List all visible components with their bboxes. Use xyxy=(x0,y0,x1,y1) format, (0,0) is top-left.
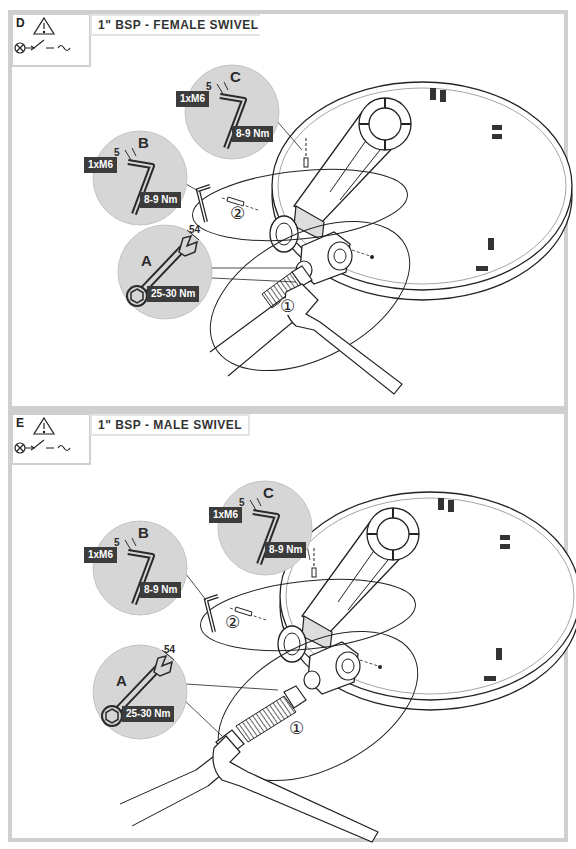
detail-circle-outline xyxy=(92,644,188,740)
fastener-spec: 1xM6 xyxy=(176,91,209,107)
detail-letter: B xyxy=(138,524,149,541)
torque-value: 8-9 Nm xyxy=(140,192,181,208)
detail-letter: A xyxy=(141,252,152,269)
panel-title: 1" BSP - FEMALE SWIVEL xyxy=(92,16,264,34)
detail-letter: B xyxy=(138,134,149,151)
detail-circle: C51xM68-9 Nm xyxy=(217,480,313,576)
torque-value: 8-9 Nm xyxy=(232,126,273,142)
detail-letter: A xyxy=(116,672,127,689)
panel-letter: E xyxy=(16,416,24,430)
torque-value: 25-30 Nm xyxy=(147,286,199,302)
detail-letter: C xyxy=(263,484,274,501)
callout-number: ① xyxy=(279,298,296,315)
panel-title: 1" BSP - MALE SWIVEL xyxy=(92,416,248,434)
dimension: 54 xyxy=(164,644,175,655)
fastener-spec: 1xM6 xyxy=(209,507,242,523)
detail-circle-outline xyxy=(117,224,213,320)
fastener-spec: 1xM6 xyxy=(84,547,117,563)
torque-value: 25-30 Nm xyxy=(122,706,174,722)
detail-circle: A 54 25-30 Nm xyxy=(92,644,188,740)
fastener-spec: 1xM6 xyxy=(84,157,117,173)
torque-value: 8-9 Nm xyxy=(140,582,181,598)
callout-number: ② xyxy=(224,614,241,631)
detail-circle: B51xM68-9 Nm xyxy=(92,130,188,226)
detail-circle: A 54 25-30 Nm xyxy=(117,224,213,320)
callout-number: ① xyxy=(288,720,305,737)
detail-letter: C xyxy=(230,68,241,85)
callout-number: ② xyxy=(229,205,246,222)
torque-value: 8-9 Nm xyxy=(265,542,306,558)
detail-circle: C51xM68-9 Nm xyxy=(184,64,280,160)
detail-circle: B51xM68-9 Nm xyxy=(92,520,188,616)
panel-letter: D xyxy=(16,16,25,30)
dimension: 54 xyxy=(189,224,200,235)
